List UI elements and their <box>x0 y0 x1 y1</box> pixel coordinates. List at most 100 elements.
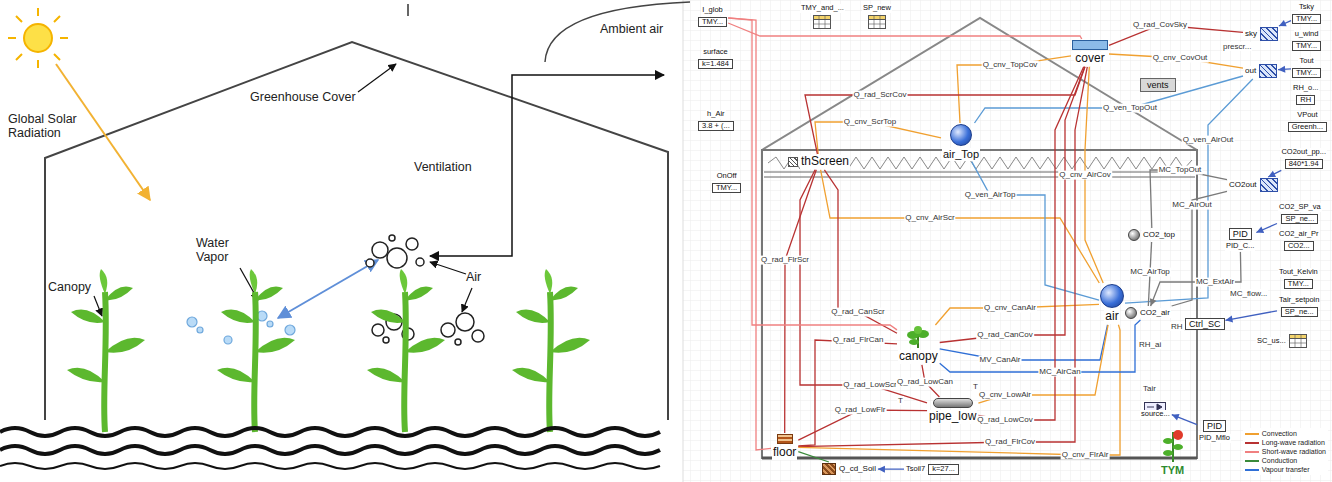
connector <box>798 340 897 446</box>
legend-row: Vapour transfer <box>1245 465 1326 474</box>
flow-label: Q_cnv_FlrAir <box>1061 451 1110 460</box>
illustration-part <box>389 235 395 241</box>
model-component: PIDPID_Mflo <box>1198 420 1231 443</box>
legend-row: Conduction <box>1245 456 1326 465</box>
model-component: CO2out_pp...840*1.94 <box>1280 148 1327 169</box>
component-name: Tsky <box>1298 3 1315 12</box>
component-name: thScreen <box>800 155 850 169</box>
flow-label: Q_rad_LowCan <box>896 378 954 387</box>
table-part <box>814 15 831 28</box>
connector <box>728 23 1082 39</box>
component-name: air <box>1104 310 1119 324</box>
model-component: out <box>1244 64 1277 78</box>
hatch-icon <box>1259 64 1277 78</box>
table-part <box>1290 335 1306 347</box>
table-part <box>869 16 885 28</box>
table-part <box>868 15 885 28</box>
flow-label: Q_rad_CanScr <box>830 308 885 317</box>
illustration-part <box>224 336 232 344</box>
connector <box>815 122 941 154</box>
flow-label: Q_rad_FlrCan <box>832 336 885 345</box>
component-name: I_glob <box>701 6 723 15</box>
illustration-label: Ventilation <box>414 160 472 174</box>
legend-swatch <box>1245 460 1259 462</box>
connector <box>824 170 897 333</box>
component-name: PID_Mflo <box>1198 434 1231 443</box>
illustration-part <box>683 0 684 482</box>
connector <box>1256 224 1277 233</box>
block-box: k=1.484 <box>698 59 733 70</box>
connector <box>728 18 897 330</box>
connector <box>1172 191 1227 306</box>
legend-text: Convection <box>1262 430 1297 437</box>
table-icon <box>813 15 831 29</box>
connector <box>1151 252 1241 306</box>
model-component: TskyTMY... <box>1292 3 1321 24</box>
component-name: source... <box>1140 410 1171 419</box>
illustration-part <box>762 18 1197 150</box>
arrowhead <box>1256 226 1264 232</box>
illustration-part <box>367 269 445 432</box>
hatch-icon <box>1260 178 1278 192</box>
leaf-icon <box>906 326 930 348</box>
table-part <box>1289 335 1306 339</box>
connector <box>1268 170 1281 177</box>
component-name: CO2_air <box>1139 308 1171 317</box>
connector <box>1109 54 1243 68</box>
illustration-part <box>441 323 455 337</box>
model-component: Tout_KelvinTMY... <box>1278 268 1319 289</box>
circ-icon <box>1100 284 1124 308</box>
component-name: Q_cd_Soil <box>838 464 877 473</box>
illustration-part <box>472 330 484 342</box>
illustration-part <box>762 457 1197 460</box>
model-component: CO2out <box>1228 178 1278 192</box>
model-component: h_Air3.8 + (... <box>698 110 734 131</box>
component-name: RH_o... <box>1292 84 1319 93</box>
illustration-part <box>0 463 660 469</box>
illustration-part <box>372 324 384 336</box>
flow-label: Q_rad_LowFlr <box>834 406 887 415</box>
legend-row: Short-wave radiation <box>1245 447 1326 456</box>
pipe-icon <box>933 398 973 408</box>
illustration-part <box>462 288 472 312</box>
illustration-part <box>187 317 197 327</box>
model-component: CO2_SP_vaSP_ne... <box>1278 203 1322 224</box>
component-name: surface <box>702 48 729 57</box>
connector <box>940 320 1141 372</box>
model-component: SP_new <box>862 4 892 29</box>
arrowhead <box>1268 171 1276 177</box>
component-name: TMY_and_... <box>800 4 845 13</box>
model-component: vents <box>1140 78 1176 92</box>
illustration-part <box>545 2 690 62</box>
cov-icon <box>1072 40 1108 50</box>
legend-text: Short-wave radiation <box>1262 448 1326 455</box>
legend-swatch <box>1245 433 1259 435</box>
model-component: pipe_low <box>928 398 977 424</box>
block-box: 840*1.94 <box>1285 159 1323 170</box>
tom-part <box>1161 428 1185 462</box>
legend-swatch <box>1245 442 1259 444</box>
flr-icon <box>777 434 793 444</box>
signal-label: MC_flow... <box>1229 289 1268 298</box>
table-part <box>814 16 830 28</box>
model-component: VPoutGreenh... <box>1288 111 1327 132</box>
illustration-part <box>94 296 102 316</box>
soil-icon <box>822 463 836 475</box>
flow-label: Q_ven_AirOut <box>1182 136 1235 145</box>
illustration-part <box>285 325 295 335</box>
connector <box>800 170 927 403</box>
table-part <box>813 15 831 29</box>
table-icon <box>868 15 886 29</box>
flow-label: Q_rad_FlrScr <box>760 256 810 265</box>
flow-label: MC_TopOut <box>1158 166 1203 175</box>
block-box: SP_ne... <box>1281 214 1318 225</box>
flow-label: Q_rad_FlrCov <box>984 438 1036 447</box>
flow-label: Q_cnv_ScrTop <box>843 118 897 127</box>
illustration-label: Water Vapor <box>196 236 240 265</box>
block-box: k=27... <box>928 464 959 475</box>
connector <box>798 410 927 440</box>
illustration-label: Ambient air <box>600 22 663 36</box>
connector <box>1150 170 1227 228</box>
component-name: canopy <box>898 350 939 364</box>
